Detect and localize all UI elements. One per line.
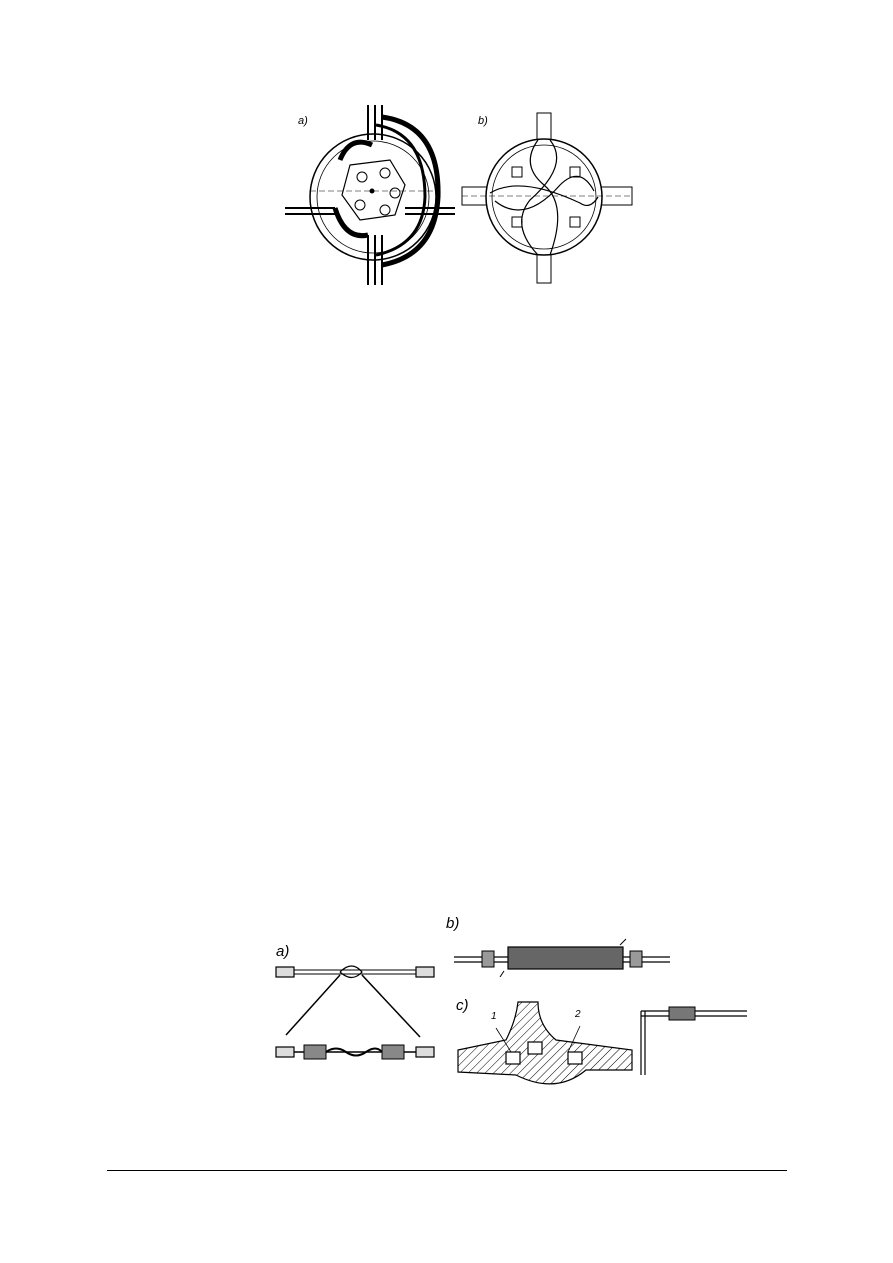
twisted-joint-drawing — [275, 965, 435, 1060]
panel-a-label: a) — [298, 115, 308, 127]
panel-a-label-bottom: a) — [276, 943, 290, 960]
junction-box-figure: a) b) — [280, 105, 633, 290]
callout-1: 1 — [491, 1011, 497, 1022]
panel-b-label-bottom: b) — [446, 915, 460, 932]
wrapped-joint-drawing — [454, 938, 670, 977]
callout-2: 2 — [575, 1009, 581, 1020]
junction-box-b-drawing — [461, 112, 633, 284]
soldered-joint-section — [457, 1001, 633, 1085]
panel-b-label: b) — [478, 115, 488, 127]
wire-joint-figure: a) b) c) 1 2 — [270, 915, 760, 1105]
panel-c-label-bottom: c) — [456, 997, 469, 1014]
l-wire-wrap-drawing — [640, 1006, 747, 1075]
junction-box-a-drawing — [285, 105, 455, 285]
footer-rule — [107, 1170, 787, 1171]
